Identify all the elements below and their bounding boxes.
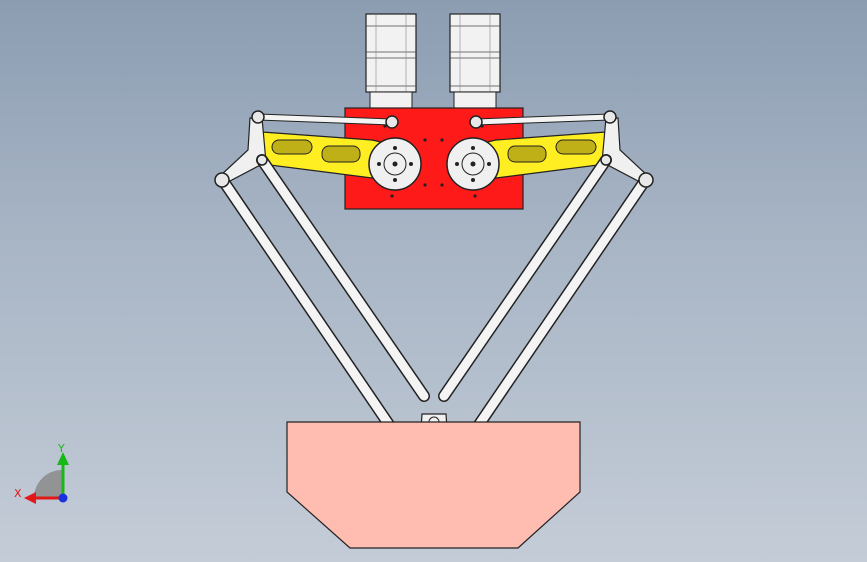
left-hub[interactable] bbox=[368, 137, 422, 191]
upper-tie-rods bbox=[254, 113, 614, 126]
work-platform[interactable] bbox=[286, 421, 581, 549]
y-arrow-icon bbox=[57, 452, 69, 465]
y-axis-label: Y bbox=[57, 442, 65, 455]
right-hub[interactable] bbox=[446, 137, 500, 191]
axis-triad: Y X bbox=[14, 442, 69, 504]
left-shoulder-bracket[interactable] bbox=[219, 117, 267, 183]
x-arrow-icon bbox=[24, 492, 36, 504]
x-axis-label: X bbox=[14, 487, 22, 500]
left-lower-arm-outer[interactable] bbox=[218, 176, 400, 438]
right-lower-arm-inner[interactable] bbox=[438, 154, 612, 402]
right-shoulder-bracket[interactable] bbox=[601, 117, 649, 183]
left-motor[interactable] bbox=[365, 13, 417, 109]
left-lower-arm-inner[interactable] bbox=[256, 154, 430, 402]
right-lower-arm-outer[interactable] bbox=[468, 176, 650, 438]
z-axis-dot-icon bbox=[58, 493, 68, 503]
right-motor[interactable] bbox=[449, 13, 501, 109]
